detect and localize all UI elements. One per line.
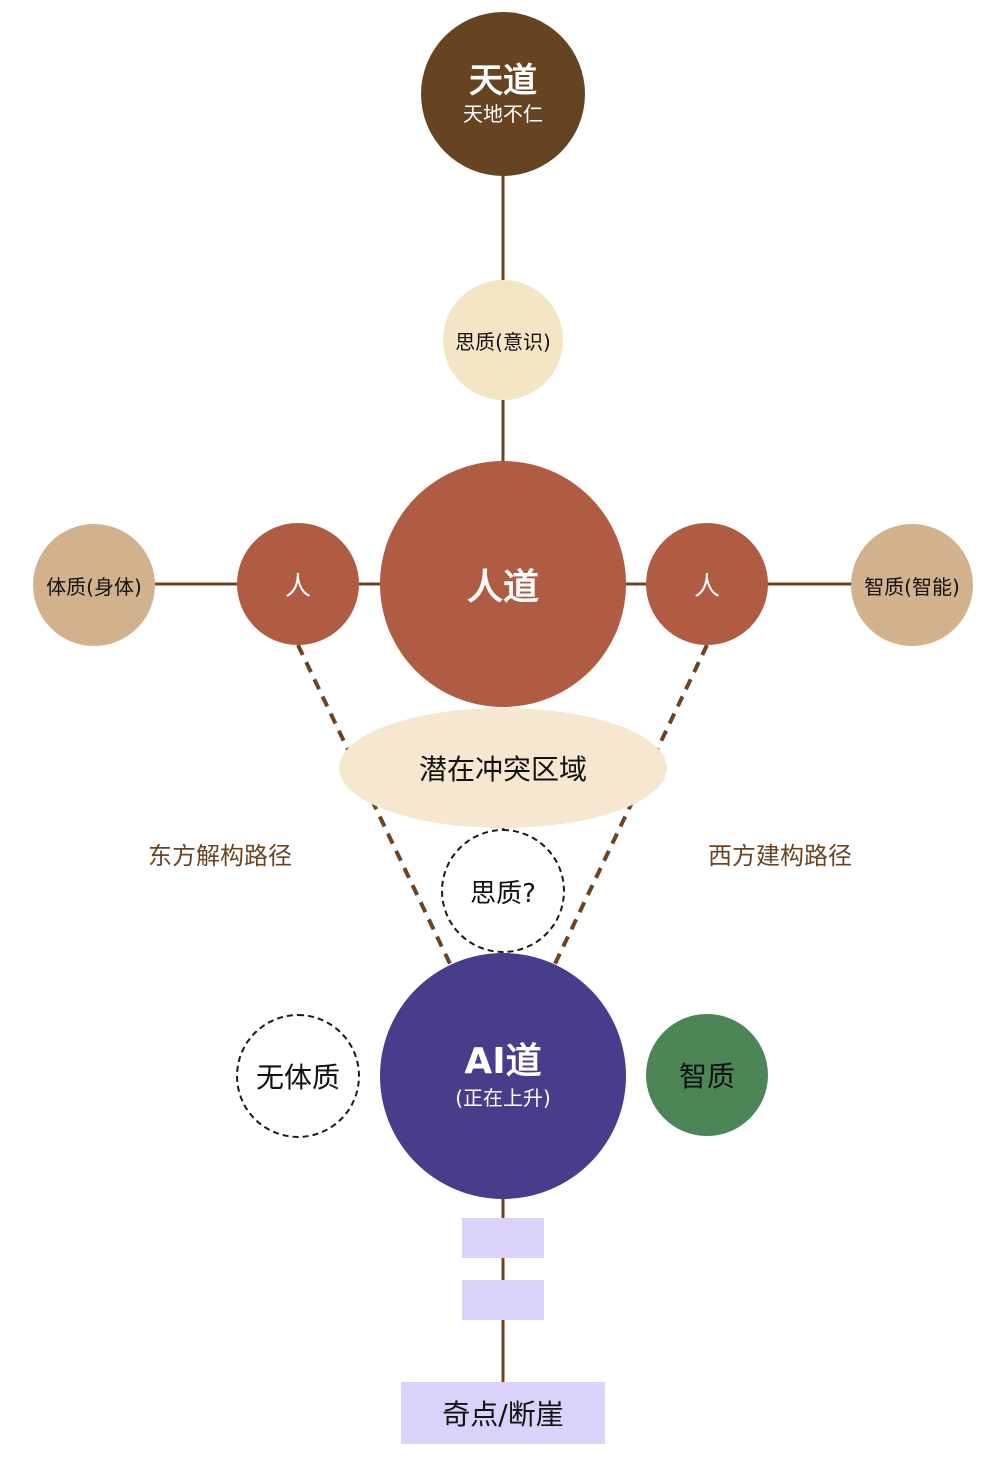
line-west-path bbox=[551, 644, 709, 969]
singularity-label: 奇点/断崖 bbox=[442, 1398, 564, 1431]
ren-left-label: 人 bbox=[284, 571, 311, 602]
sizhi-node: 思质(意识) bbox=[443, 280, 563, 400]
ren-right-label: 人 bbox=[693, 571, 720, 602]
tizhi-node: 体质(身体) bbox=[33, 524, 155, 646]
rendao-label: 人道 bbox=[466, 567, 539, 608]
sizhi-label: 思质(意识) bbox=[455, 329, 551, 354]
rising-block-2 bbox=[462, 1280, 544, 1320]
rendao-node: 人道 bbox=[380, 461, 626, 707]
conflict-zone: 潜在冲突区域 bbox=[339, 708, 667, 828]
tizhi-label: 体质(身体) bbox=[46, 574, 142, 599]
no-body-node: 无体质 bbox=[236, 1014, 360, 1138]
rising-block-1 bbox=[462, 1218, 544, 1258]
ai-zhizhi-label: 智质 bbox=[678, 1060, 735, 1093]
aidao-title: AI道 bbox=[464, 1041, 542, 1082]
ren-left-node: 人 bbox=[237, 523, 359, 645]
zhizhi-label: 智质(智能) bbox=[864, 574, 960, 599]
ren-right-node: 人 bbox=[646, 523, 768, 645]
tiandao-node: 天道 天地不仁 bbox=[421, 12, 585, 176]
west-path-label: 西方建构路径 bbox=[708, 842, 852, 870]
singularity-box: 奇点/断崖 bbox=[401, 1382, 605, 1444]
sizhi-question-node: 思质? bbox=[441, 829, 565, 953]
tiandao-title: 天道 bbox=[469, 61, 537, 101]
zhizhi-node: 智质(智能) bbox=[851, 524, 973, 646]
no-body-label: 无体质 bbox=[255, 1061, 340, 1094]
east-path-label: 东方解构路径 bbox=[148, 842, 292, 870]
ai-zhizhi-node: 智质 bbox=[646, 1014, 768, 1136]
sizhi-question-label: 思质? bbox=[470, 878, 536, 909]
conflict-label: 潜在冲突区域 bbox=[418, 753, 587, 786]
aidao-node: AI道 (正在上升) bbox=[380, 953, 626, 1199]
tiandao-subtitle: 天地不仁 bbox=[463, 102, 543, 126]
aidao-subtitle: (正在上升) bbox=[455, 1086, 551, 1110]
line-east-path bbox=[296, 644, 454, 969]
